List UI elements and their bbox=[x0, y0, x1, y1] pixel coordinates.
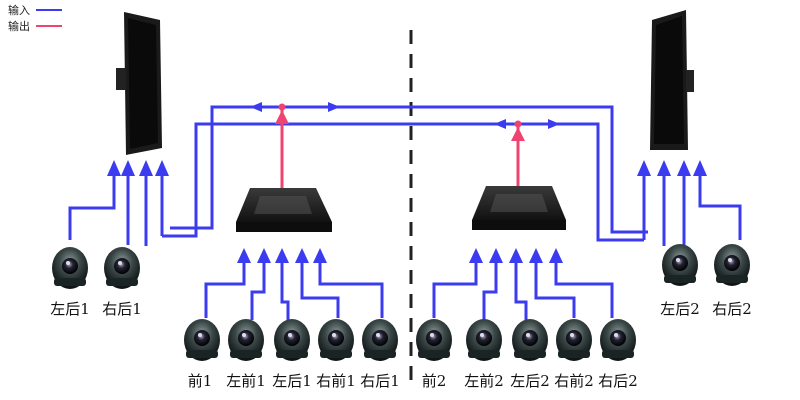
controller-left-arrowheads bbox=[237, 248, 327, 263]
controller-box-left bbox=[236, 188, 332, 232]
controller-left-inputs bbox=[204, 256, 384, 320]
camera-label-right-rear-1-bottom: 右后1 bbox=[360, 372, 400, 390]
camera-icon bbox=[416, 319, 452, 361]
camera-label-left-front-2: 左前2 bbox=[464, 372, 504, 390]
controller-right-arrowheads bbox=[469, 248, 563, 263]
camera-label-left-front-1: 左前1 bbox=[226, 372, 266, 390]
camera-icon bbox=[662, 244, 698, 286]
camera-icon bbox=[274, 319, 310, 361]
bus-arrows bbox=[250, 102, 560, 129]
camera-icon bbox=[714, 244, 750, 286]
monitor-left-inputs bbox=[68, 168, 164, 246]
monitor-right bbox=[650, 10, 694, 150]
camera-icon bbox=[104, 247, 140, 289]
camera-label-left-rear-2-bottom: 左后2 bbox=[510, 372, 550, 390]
legend: 输入 输出 bbox=[8, 2, 62, 34]
output-wires bbox=[280, 107, 520, 190]
camera-label-right-rear-1: 右后1 bbox=[102, 300, 142, 318]
camera-icon bbox=[556, 319, 592, 361]
camera-group bbox=[52, 244, 750, 361]
monitor-right-arrowheads bbox=[637, 160, 707, 176]
camera-label-right-front-1: 右前1 bbox=[316, 372, 356, 390]
camera-label-right-rear-2-bottom: 右后2 bbox=[598, 372, 638, 390]
camera-label-right-rear-2: 右后2 bbox=[712, 300, 752, 318]
camera-label-front-2: 前2 bbox=[421, 372, 447, 390]
camera-label-left-rear-2: 左后2 bbox=[660, 300, 700, 318]
output-arrows bbox=[275, 103, 525, 141]
camera-label-left-rear-1: 左后1 bbox=[50, 300, 90, 318]
camera-icon bbox=[228, 319, 264, 361]
legend-input-swatch bbox=[36, 9, 62, 11]
legend-output-swatch bbox=[36, 25, 62, 27]
camera-icon bbox=[512, 319, 548, 361]
camera-icon bbox=[318, 319, 354, 361]
camera-label-left-rear-1-bottom: 左后1 bbox=[272, 372, 312, 390]
camera-label-front-1: 前1 bbox=[187, 372, 213, 390]
legend-output: 输出 bbox=[8, 18, 62, 34]
legend-output-label: 输出 bbox=[8, 20, 30, 33]
monitor-left-arrowheads bbox=[107, 160, 169, 176]
controller-box-right bbox=[472, 186, 566, 230]
camera-icon bbox=[362, 319, 398, 361]
monitor-left bbox=[116, 12, 162, 155]
legend-input: 输入 bbox=[8, 2, 62, 18]
monitor-right-inputs bbox=[642, 168, 742, 246]
camera-icon bbox=[466, 319, 502, 361]
camera-icon bbox=[184, 319, 220, 361]
camera-icon bbox=[52, 247, 88, 289]
camera-icon bbox=[600, 319, 636, 361]
wire-bus bbox=[162, 105, 648, 242]
controller-right-inputs bbox=[432, 256, 614, 320]
camera-label-right-front-2: 右前2 bbox=[554, 372, 594, 390]
legend-input-label: 输入 bbox=[8, 4, 30, 17]
